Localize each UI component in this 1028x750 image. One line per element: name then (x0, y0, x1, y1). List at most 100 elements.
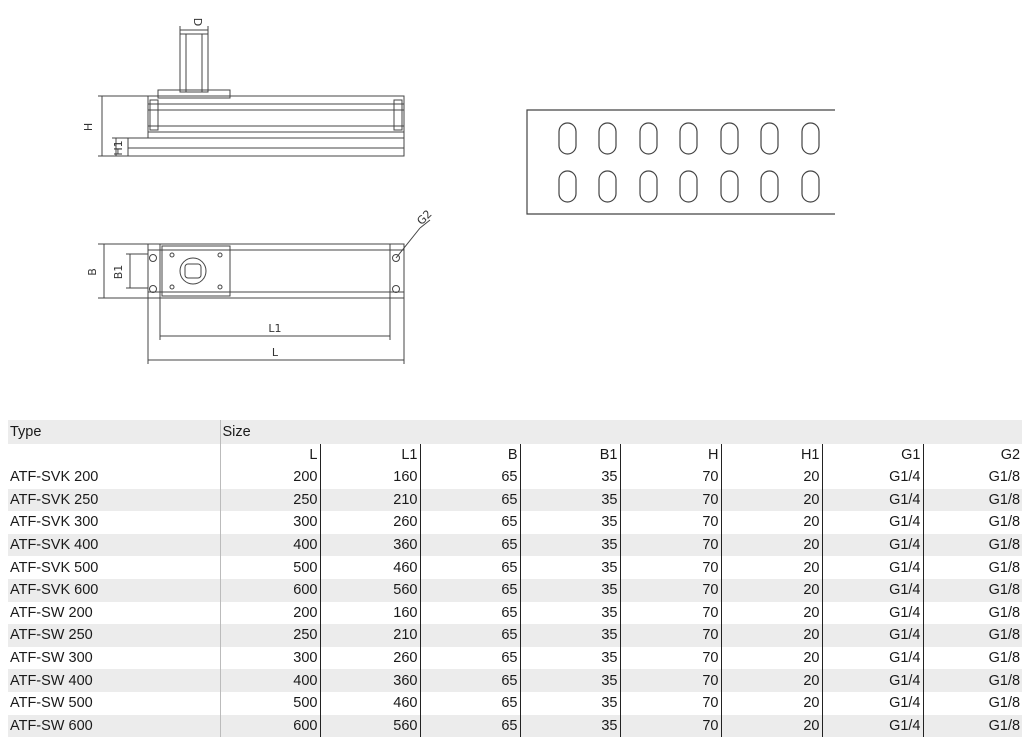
value-cell-h: 70 (620, 578, 722, 602)
value-cell-h: 70 (620, 511, 722, 534)
filter-body-top (147, 243, 405, 299)
value-cell-g2: G1/8 (923, 466, 1023, 489)
column-header-l1: L1 (320, 444, 421, 466)
value-cell-g1: G1/4 (822, 669, 924, 692)
value-cell-g2: G1/8 (923, 601, 1023, 625)
value-cell-h1: 20 (721, 488, 823, 512)
value-cell-g2: G1/8 (923, 533, 1023, 557)
value-cell-g1: G1/4 (822, 466, 924, 489)
dim-label-h: H (82, 123, 95, 131)
value-cell-l1: 460 (320, 556, 421, 579)
value-cell-l: 300 (220, 511, 321, 534)
table-header-row: Type Size (8, 420, 1023, 444)
value-cell-g1: G1/4 (822, 578, 924, 602)
value-cell-l: 400 (220, 533, 321, 557)
value-cell-l: 200 (220, 466, 321, 489)
value-cell-h1: 20 (721, 556, 823, 579)
value-cell-h: 70 (620, 624, 722, 647)
value-cell-g2: G1/8 (923, 556, 1023, 579)
value-cell-g2: G1/8 (923, 691, 1023, 715)
value-cell-g2: G1/8 (923, 511, 1023, 534)
value-cell-h1: 20 (721, 601, 823, 625)
technical-drawings: D H H1 (82, 18, 835, 364)
value-cell-l: 250 (220, 488, 321, 512)
value-cell-l1: 560 (320, 578, 421, 602)
value-cell-l: 300 (220, 646, 321, 670)
side-view-drawing (98, 26, 405, 157)
value-cell-h1: 20 (721, 511, 823, 534)
dim-label-l1: L1 (268, 322, 281, 335)
value-cell-h: 70 (620, 669, 722, 692)
value-cell-h1: 20 (721, 624, 823, 647)
value-cell-b1: 35 (520, 624, 621, 647)
value-cell-b1: 35 (520, 556, 621, 579)
value-cell-l1: 260 (320, 511, 421, 534)
type-cell: ATF-SW 400 (8, 669, 221, 692)
value-cell-b: 65 (420, 601, 521, 625)
value-cell-b: 65 (420, 556, 521, 579)
dim-label-d: D (191, 18, 204, 26)
value-cell-l1: 360 (320, 669, 421, 692)
type-cell: ATF-SVK 500 (8, 556, 221, 579)
value-cell-g2: G1/8 (923, 488, 1023, 512)
value-cell-g1: G1/4 (822, 601, 924, 625)
column-header-h1: H1 (721, 444, 823, 466)
empty-header-cell (8, 444, 221, 466)
value-cell-g2: G1/8 (923, 646, 1023, 670)
value-cell-g2: G1/8 (923, 578, 1023, 602)
value-cell-g1: G1/4 (822, 714, 924, 738)
value-cell-g1: G1/4 (822, 533, 924, 557)
value-cell-b1: 35 (520, 533, 621, 557)
value-cell-b: 65 (420, 488, 521, 512)
value-cell-l1: 160 (320, 466, 421, 489)
value-cell-h1: 20 (721, 669, 823, 692)
type-header: Type (8, 420, 221, 444)
column-header-b: B (420, 444, 521, 466)
size-header: Size (220, 420, 1023, 444)
value-cell-b: 65 (420, 466, 521, 489)
value-cell-b1: 35 (520, 578, 621, 602)
value-cell-h: 70 (620, 556, 722, 579)
type-cell: ATF-SW 500 (8, 691, 221, 715)
type-cell: ATF-SW 200 (8, 601, 221, 625)
value-cell-l: 600 (220, 578, 321, 602)
column-header-h: H (620, 444, 722, 466)
type-cell: ATF-SVK 300 (8, 511, 221, 534)
slot-pattern-drawing (526, 109, 835, 215)
value-cell-h: 70 (620, 646, 722, 670)
value-cell-g1: G1/4 (822, 488, 924, 512)
value-cell-b: 65 (420, 533, 521, 557)
type-cell: ATF-SVK 400 (8, 533, 221, 557)
type-cell: ATF-SVK 600 (8, 578, 221, 602)
value-cell-l1: 460 (320, 691, 421, 715)
value-cell-l: 200 (220, 601, 321, 625)
value-cell-g1: G1/4 (822, 624, 924, 647)
value-cell-h1: 20 (721, 714, 823, 738)
value-cell-l1: 210 (320, 488, 421, 512)
value-cell-g2: G1/8 (923, 624, 1023, 647)
value-cell-b1: 35 (520, 669, 621, 692)
dim-label-g2: G2 (414, 207, 434, 227)
value-cell-l1: 210 (320, 624, 421, 647)
top-view-drawing (98, 219, 431, 364)
type-cell: ATF-SVK 200 (8, 466, 221, 489)
value-cell-g1: G1/4 (822, 691, 924, 715)
value-cell-l: 500 (220, 556, 321, 579)
type-cell: ATF-SW 250 (8, 624, 221, 647)
type-cell: ATF-SW 300 (8, 646, 221, 670)
value-cell-g2: G1/8 (923, 669, 1023, 692)
dim-label-l: L (272, 346, 279, 359)
column-header-g2: G2 (923, 444, 1023, 466)
value-cell-g2: G1/8 (923, 714, 1023, 738)
inlet-flange (161, 245, 231, 297)
column-header-g1: G1 (822, 444, 924, 466)
value-cell-b1: 35 (520, 691, 621, 715)
value-cell-b1: 35 (520, 511, 621, 534)
